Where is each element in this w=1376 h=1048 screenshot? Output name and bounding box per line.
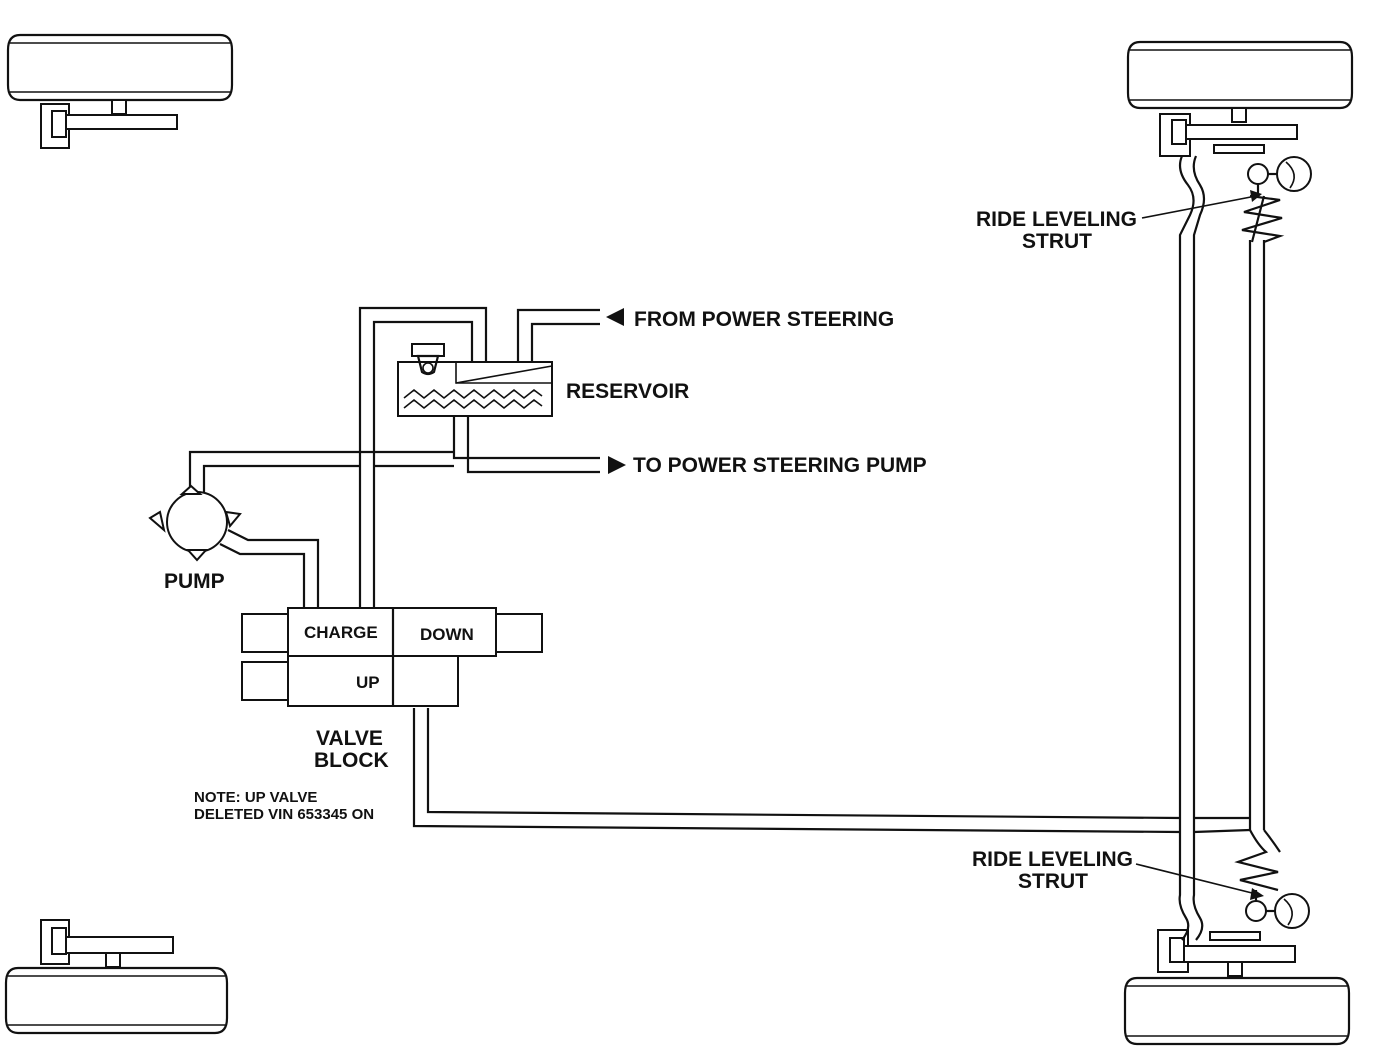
arrows — [606, 190, 1264, 900]
ride-leveling-strut-top — [1241, 156, 1312, 244]
rear-right-wheel — [1123, 929, 1351, 1046]
to-pump-arrow — [608, 456, 626, 474]
rear-left-wheel — [4, 919, 229, 1035]
hydraulic-lines — [188, 306, 1251, 834]
note-line1: NOTE: UP VALVE — [194, 789, 317, 806]
pump-label: PUMP — [164, 570, 225, 593]
strut-bottom-label-line2: STRUT — [1018, 870, 1088, 893]
to-power-steering-pump-label: TO POWER STEERING PUMP — [633, 454, 927, 477]
from-power-steering-label: FROM POWER STEERING — [634, 308, 894, 331]
ride-leveling-strut-bottom — [1234, 829, 1310, 929]
up-label: UP — [356, 673, 380, 692]
strut-bottom-label-line1: RIDE LEVELING — [972, 848, 1133, 871]
reservoir-label: RESERVOIR — [566, 380, 689, 403]
front-left-wheel — [6, 33, 234, 149]
from-power-steering-arrow — [606, 308, 624, 326]
reservoir — [397, 343, 553, 417]
valve-block-label-line1: VALVE — [316, 727, 383, 750]
right-frame-rails — [1178, 155, 1266, 941]
valve-block-label-line2: BLOCK — [314, 749, 389, 772]
charge-label: CHARGE — [304, 623, 378, 642]
pump — [148, 484, 242, 562]
valve-block — [241, 607, 543, 707]
strut-top-label-line2: STRUT — [1022, 230, 1092, 253]
front-right-wheel — [1126, 40, 1354, 157]
down-label: DOWN — [420, 625, 474, 644]
note-line2: DELETED VIN 653345 ON — [194, 806, 374, 823]
strut-top-label-line1: RIDE LEVELING — [976, 208, 1137, 231]
